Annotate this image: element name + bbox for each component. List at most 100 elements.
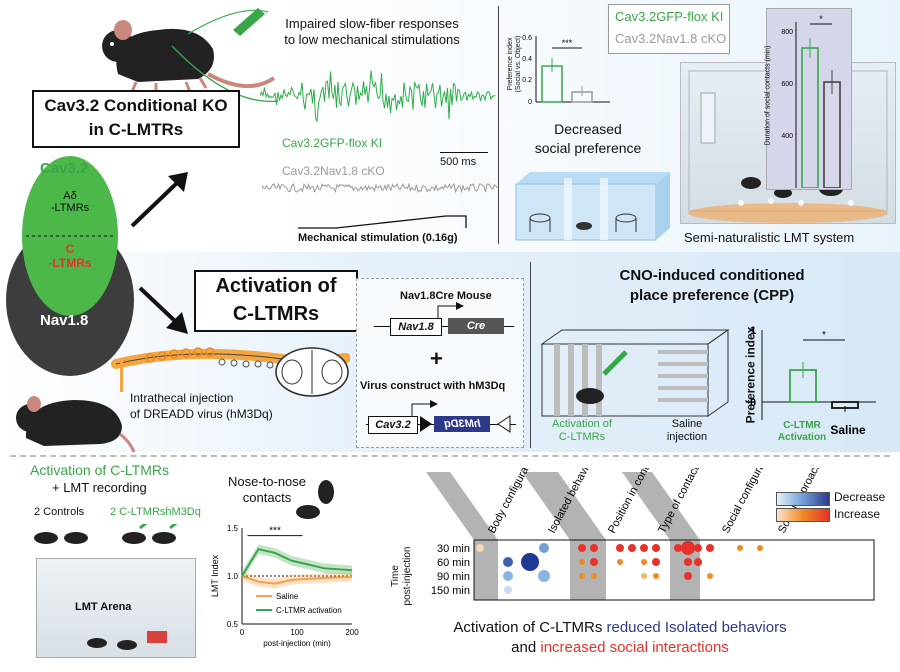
- conclusion-line1-a: Activation of C-LTMRs: [453, 619, 607, 636]
- heat-dot: [757, 545, 763, 551]
- lmt-arena-illustration: LMT Arena: [36, 558, 196, 658]
- heat-dot: [707, 573, 713, 579]
- heat-ylabel: Time post-injection: [390, 536, 414, 616]
- scale-bar: [440, 152, 488, 153]
- heat-row-label-3: 150 min: [431, 585, 470, 597]
- cpp-bar2-label: Saline: [830, 423, 866, 437]
- heat-dot: [591, 573, 597, 579]
- cpp-saline-caption: Saline injection: [652, 418, 722, 444]
- heat-dot: [539, 543, 549, 553]
- pref-ylabel: Preference index (Social vs. Object): [507, 19, 523, 109]
- heat-dot: [616, 544, 624, 552]
- lmt-arena-label: LMT Arena: [75, 601, 132, 613]
- cre-box: Cre: [448, 318, 504, 334]
- heat-header-band-0: [426, 472, 498, 540]
- heat-header-band-1: [522, 472, 606, 540]
- lmt-caption: Semi-naturalistic LMT system: [684, 230, 855, 245]
- lmt-series-1: [241, 547, 353, 577]
- c-line2: -LTMRs: [48, 256, 92, 270]
- cpp-activation-caption: Activation of C-LTMRs: [540, 418, 624, 444]
- trace-title-line2: to low mechanical stimulations: [284, 32, 460, 47]
- trace-ki-green: [260, 70, 496, 122]
- heat-dot: [504, 586, 512, 594]
- ko-title-line1: Cav3.2 Conditional KO: [44, 96, 228, 115]
- heat-dot: [652, 558, 660, 566]
- ko-title-box: Cav3.2 Conditional KO in C-LMTRs: [32, 90, 240, 148]
- cpp-bar1-label-2: Activation: [778, 432, 826, 443]
- loxp-triangles: [420, 415, 511, 433]
- heat-dot: [579, 573, 585, 579]
- duration-ylabel: Duration of social contacts (min): [764, 45, 772, 146]
- cpp-sig: *: [822, 330, 826, 341]
- lmt-series-0: [241, 575, 353, 585]
- heat-dot: [674, 544, 682, 552]
- heat-dot: [538, 570, 550, 582]
- trace-title: Impaired slow-fiber responses to low mec…: [262, 16, 482, 48]
- conclusion: Activation of C-LTMRs reduced Isolated b…: [420, 618, 820, 658]
- promoter-arrow-1: [437, 302, 464, 318]
- cpp-title: CNO-induced conditioned place preference…: [592, 266, 832, 306]
- pref-caption: Decreased social preference: [528, 120, 648, 158]
- lmt-y-tick: 1.5: [227, 524, 239, 533]
- heat-dot: [684, 558, 692, 566]
- plus-sign: +: [430, 346, 443, 371]
- heat-legend-decrease-label: Decrease: [834, 490, 886, 504]
- lmt-x-tick: 100: [290, 628, 304, 637]
- pref-sig: ***: [562, 38, 573, 48]
- pref-caption-line1: Decreased: [554, 121, 622, 137]
- cpp-tick-1: 1: [750, 325, 756, 337]
- cpp-saline-line1: Saline: [671, 418, 703, 430]
- trace-cko-gray: [262, 182, 498, 194]
- dur-sig: *: [819, 14, 823, 24]
- venn-adelta-label: Aδ -LTMRs: [40, 190, 100, 214]
- activation-title-line2: C-LTMRs: [232, 303, 320, 325]
- cpp-activation-line2: C-LTMRs: [558, 431, 606, 443]
- dur-bar-cko: [823, 81, 841, 188]
- nose-line1: Nose-to-nose: [227, 474, 307, 489]
- nose-line2: contacts: [242, 490, 292, 505]
- duration-chart-panel: [766, 8, 852, 190]
- conclusion-line1: Activation of C-LTMRs reduced Isolated b…: [420, 618, 820, 638]
- heat-row-label-1: 60 min: [437, 557, 470, 569]
- heat-dot: [503, 557, 513, 567]
- heat-dot: [579, 559, 585, 565]
- heat-col-label-4: Social configuration: [720, 468, 776, 535]
- nerve-arc-connector: [171, 8, 279, 103]
- legend-cko: Cav3.2Nav1.8 cKO: [615, 31, 727, 46]
- injection-caption: Intrathecal injection of DREADD virus (h…: [130, 390, 273, 422]
- duration-chart: 800 600 400 *: [781, 14, 841, 188]
- heat-dot: [521, 553, 539, 571]
- stimulation-ramp: [298, 215, 467, 229]
- c-line1: C: [65, 242, 75, 256]
- heat-dot: [503, 571, 513, 581]
- nav18-box: Nav1.8: [390, 318, 442, 336]
- lmt-y-label: LMT Index: [210, 554, 220, 597]
- hm3dq-box-label: hM3Dq: [443, 418, 481, 430]
- cpp-tick-0: 0: [750, 397, 756, 409]
- heat-legend-increase: [776, 508, 830, 522]
- heat-dot: [706, 544, 714, 552]
- cpp-bar1-label-1: C-LTMR: [783, 420, 821, 431]
- heat-dot: [737, 545, 743, 551]
- arrow-up-right: [130, 172, 188, 228]
- trace-title-line1: Impaired slow-fiber responses: [285, 16, 459, 31]
- vertical-divider-top: [498, 6, 499, 244]
- cpp-pref-chart: 1 0 * C-LTMR Activation Saline: [750, 325, 876, 443]
- mouse-line-label: Nav1.8Cre Mouse: [400, 290, 492, 302]
- cpp-saline-line2: injection: [666, 431, 708, 443]
- legend-box: Cav3.2GFP-flox KI Cav3.2Nav1.8 cKO: [608, 4, 730, 54]
- mouse-illustration-top: [102, 9, 276, 93]
- lmt-x-label: post-injection (min): [263, 639, 331, 648]
- heat-row-label-2: 90 min: [437, 571, 470, 583]
- nav18-box-label: Nav1.8: [398, 321, 434, 333]
- injection-line2: of DREADD virus (hM3Dq): [130, 407, 273, 421]
- adelta-line1: Aδ: [63, 190, 77, 202]
- injection-needle: [120, 358, 123, 392]
- section-divider: [10, 455, 890, 457]
- brain-illustration: [275, 347, 349, 397]
- nose-caption: Nose-to-nose contacts: [222, 474, 312, 506]
- heat-dot: [652, 544, 660, 552]
- bottom-subtitle: + LMT recording: [52, 480, 147, 495]
